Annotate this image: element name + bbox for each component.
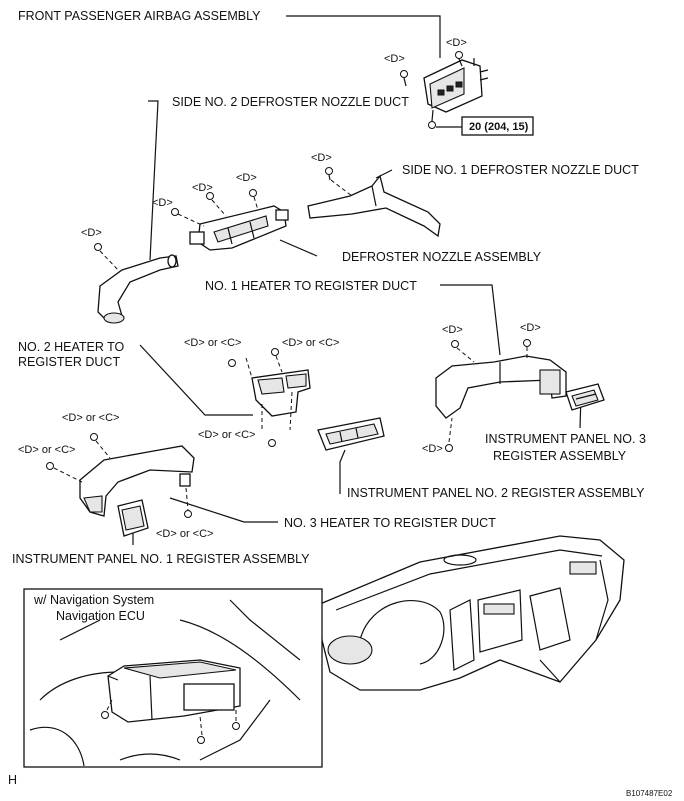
bolt-icon — [325, 167, 353, 197]
tag-d: <D> — [520, 322, 541, 334]
bolt-icon — [523, 339, 531, 358]
tag-d: <D> — [192, 182, 213, 194]
bolt-icon — [445, 444, 453, 452]
bolt-icon — [249, 189, 259, 211]
instrument-panel-overview — [319, 535, 625, 691]
inset-component-label: Navigation ECU — [56, 609, 145, 623]
navigation-ecu — [107, 659, 241, 723]
figure-code: B107487E02 — [626, 789, 673, 798]
label-no3-heater-duct: NO. 3 HEATER TO REGISTER DUCT — [284, 516, 496, 530]
bolt-icon — [206, 192, 227, 217]
fastener-tags: <D> <D> <D> <D> <D> <D> <D> <D> <D> <D> … — [18, 37, 541, 540]
part-labels: FRONT PASSENGER AIRBAG ASSEMBLY SIDE NO.… — [12, 9, 646, 566]
bolt-icon — [228, 359, 236, 367]
ip-no1-register-assembly — [117, 499, 149, 537]
ip-no3-register-assembly — [565, 383, 605, 411]
no2-heater-to-register-duct — [245, 357, 311, 431]
label-side-no1-defroster: SIDE NO. 1 DEFROSTER NOZZLE DUCT — [402, 163, 639, 177]
tag-d-or-c: <D> or <C> — [18, 444, 75, 456]
label-ip-no1-register: INSTRUMENT PANEL NO. 1 REGISTER ASSEMBLY — [12, 552, 310, 566]
tag-d: <D> — [236, 172, 257, 184]
tag-d-or-c: <D> or <C> — [198, 429, 255, 441]
bolt-icon — [451, 340, 475, 363]
tag-d-or-c: <D> or <C> — [156, 528, 213, 540]
tag-d-or-c: <D> or <C> — [62, 412, 119, 424]
tag-d-or-c: <D> or <C> — [184, 337, 241, 349]
ip-no2-register-assembly — [317, 417, 385, 451]
tag-d: <D> — [442, 324, 463, 336]
bolt-icon — [232, 710, 240, 730]
navigation-inset-illustration — [29, 599, 301, 767]
label-defroster-nozzle: DEFROSTER NOZZLE ASSEMBLY — [342, 250, 542, 264]
bolt-icon — [184, 510, 192, 518]
front-passenger-airbag-assembly — [423, 58, 489, 113]
defroster-nozzle-assembly — [189, 205, 289, 251]
tag-d: <D> — [446, 37, 467, 49]
tag-d: <D> — [311, 152, 332, 164]
no3-heater-to-register-duct — [79, 445, 195, 517]
bolt-icon — [171, 208, 205, 227]
side-no2-defroster-nozzle-duct — [97, 254, 179, 324]
inset-title: w/ Navigation System — [33, 593, 154, 607]
label-side-no2-defroster: SIDE NO. 2 DEFROSTER NOZZLE DUCT — [172, 95, 409, 109]
label-ip-no3-register-line2: REGISTER ASSEMBLY — [493, 449, 627, 463]
bolt-icon — [268, 439, 276, 447]
bolt-icon — [94, 243, 121, 273]
label-no2-heater-duct-line2: REGISTER DUCT — [18, 355, 120, 369]
side-no1-defroster-nozzle-duct — [307, 174, 441, 238]
label-no2-heater-duct-line1: NO. 2 HEATER TO — [18, 340, 125, 354]
label-ip-no2-register: INSTRUMENT PANEL NO. 2 REGISTER ASSEMBLY — [347, 486, 645, 500]
torque-spec-box — [461, 116, 534, 136]
tag-d: <D> — [81, 227, 102, 239]
no1-heater-to-register-duct — [435, 355, 567, 443]
bolt-icon — [400, 70, 408, 87]
label-ip-no3-register-line1: INSTRUMENT PANEL NO. 3 — [485, 432, 646, 446]
label-front-passenger-airbag: FRONT PASSENGER AIRBAG ASSEMBLY — [18, 9, 261, 23]
bolt-icon — [46, 462, 83, 483]
bolt-icon — [90, 433, 111, 459]
bolt-icon — [428, 109, 436, 129]
tag-d: <D> — [384, 53, 405, 65]
tag-d: <D> — [152, 197, 173, 209]
bolt-icon — [101, 699, 113, 719]
bolt-icon — [455, 51, 463, 67]
bolt-icon — [197, 715, 205, 744]
tag-d: <D> — [422, 443, 443, 455]
torque-spec: 20 (204, 15) — [469, 121, 529, 133]
bolt-icon — [271, 348, 283, 373]
label-no1-heater-duct: NO. 1 HEATER TO REGISTER DUCT — [205, 279, 417, 293]
tag-d-or-c: <D> or <C> — [282, 337, 339, 349]
page-letter: H — [8, 773, 17, 787]
